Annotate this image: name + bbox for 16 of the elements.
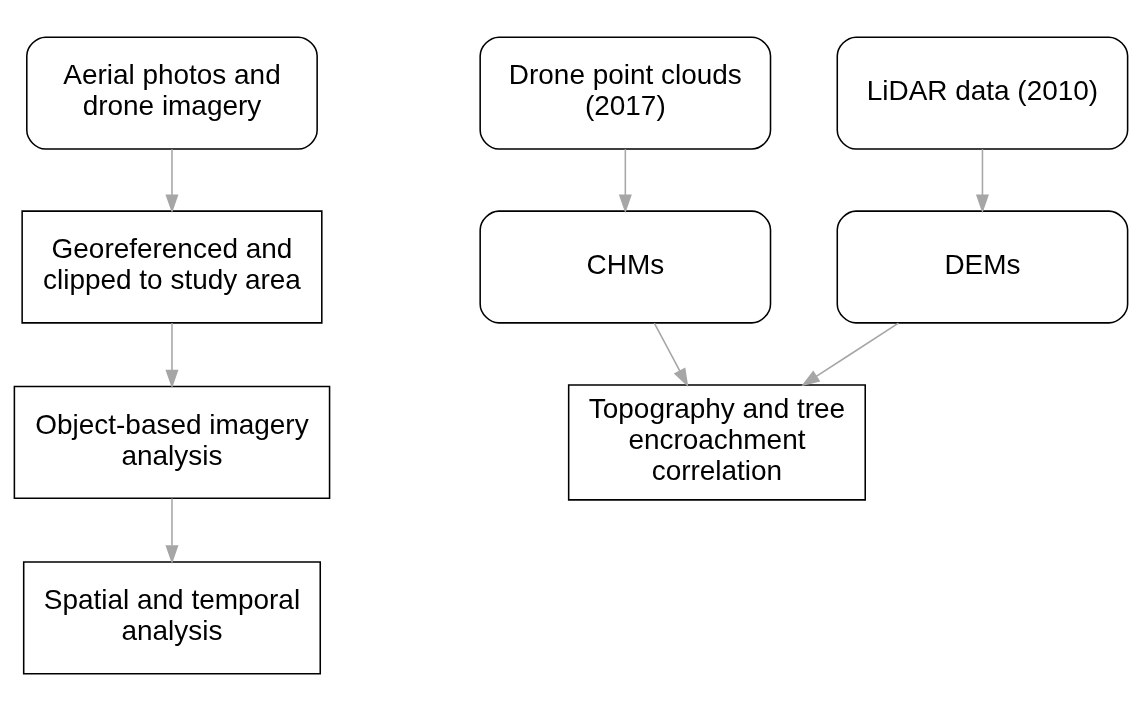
arrow bbox=[801, 322, 900, 387]
node-box: Topography and tree encroachment correlation bbox=[567, 384, 866, 501]
node-box: LiDAR data (2010) bbox=[836, 36, 1129, 150]
arrow bbox=[618, 148, 632, 214]
arrow bbox=[975, 148, 989, 214]
node-box: Spatial and temporal analysis bbox=[22, 561, 322, 675]
node-box: Aerial photos and drone imagery bbox=[26, 36, 318, 150]
node-box: Georeferenced and clipped to study area bbox=[21, 210, 323, 324]
arrow bbox=[165, 148, 179, 214]
node-box: Object-based imagery analysis bbox=[13, 385, 331, 500]
node-box: CHMs bbox=[479, 210, 772, 324]
arrow bbox=[653, 322, 689, 387]
arrow bbox=[165, 497, 179, 564]
node-box: Drone point clouds (2017) bbox=[479, 36, 772, 150]
arrow bbox=[165, 322, 179, 389]
node-box: DEMs bbox=[836, 210, 1129, 324]
